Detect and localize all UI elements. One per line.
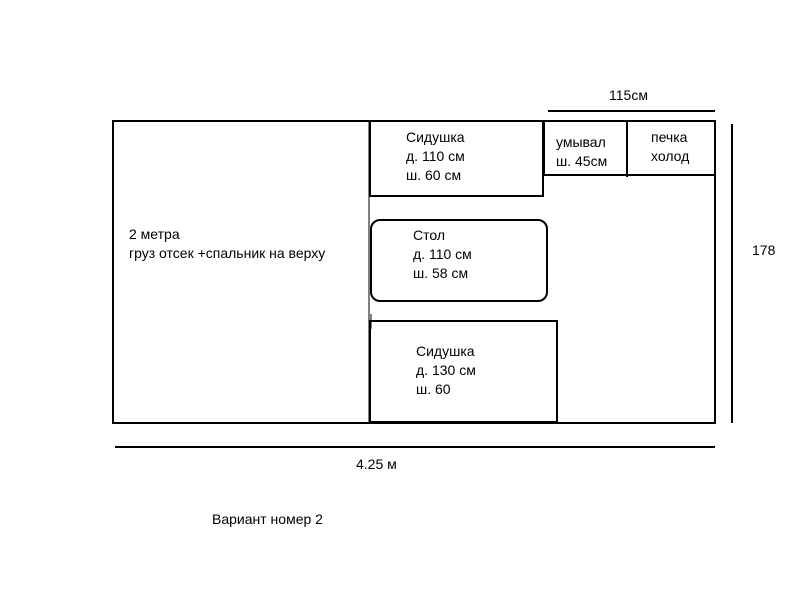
table-box	[370, 219, 548, 302]
cargo-length-text: 2 метра	[129, 226, 180, 242]
table-width: ш. 58 см	[413, 265, 469, 281]
table-label: Стол д. 110 см ш. 58 см	[413, 226, 472, 283]
dimension-height-text: 178	[752, 242, 776, 258]
seat-bottom-name: Сидушка	[416, 343, 475, 359]
dimension-width-text: 115см	[609, 87, 648, 103]
table-length: д. 110 см	[413, 246, 472, 262]
seat-top-length: д. 110 см	[406, 148, 465, 164]
stove-name: печка	[651, 129, 688, 145]
stove-label: печка холод	[651, 128, 689, 166]
seat-bottom-box	[369, 320, 558, 423]
dimension-width-label: 115см	[609, 86, 648, 105]
fridge-name: холод	[651, 148, 690, 164]
dimension-height-label: 178	[752, 241, 775, 260]
seat-bottom-width: ш. 60	[416, 381, 451, 397]
kitchen-box	[543, 120, 716, 176]
seat-top-label: Сидушка д. 110 см ш. 60 см	[406, 128, 465, 185]
seat-top-name: Сидушка	[406, 129, 465, 145]
cargo-label: 2 метра груз отсек +спальник на верху	[129, 225, 325, 263]
seat-top-width: ш. 60 см	[406, 167, 462, 183]
table-name: Стол	[413, 227, 446, 243]
dimension-length-label: 4.25 м	[356, 455, 397, 474]
caption-label: Вариант номер 2	[212, 510, 323, 529]
cargo-description-text: груз отсек +спальник на верху	[129, 245, 326, 261]
variant-caption: Вариант номер 2	[212, 511, 323, 527]
sink-name: умывал	[556, 134, 606, 150]
seat-bottom-label: Сидушка д. 130 см ш. 60	[416, 342, 476, 399]
sink-width: ш. 45см	[556, 153, 608, 169]
dimension-length-text: 4.25 м	[356, 456, 397, 472]
sink-label: умывал ш. 45см	[556, 133, 607, 171]
seat-bottom-length: д. 130 см	[416, 362, 476, 378]
